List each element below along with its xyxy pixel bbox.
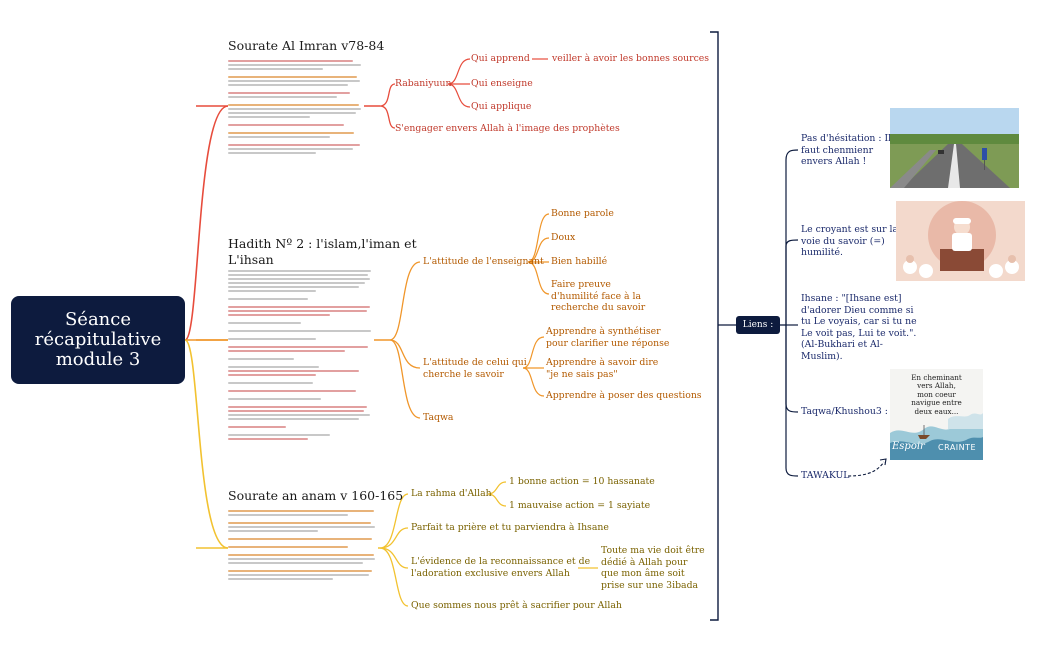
vie-line1: Toute ma vie doit être xyxy=(601,545,705,556)
poster-caption: En cheminant vers Allah, mon coeur navig… xyxy=(890,373,983,416)
ihsane-line6: Muslim). xyxy=(801,350,843,362)
liens-label: Liens : xyxy=(742,320,774,330)
synthetiser-line2: pour clarifier une réponse xyxy=(546,337,670,349)
vie-line4: prise sur une 3ibada xyxy=(601,579,699,591)
node-bonne-action[interactable]: 1 bonne action = 10 hassanate xyxy=(509,476,655,487)
ihsane-line5: (Al-Bukhari et Al- xyxy=(801,339,883,350)
liens-node[interactable]: Liens : xyxy=(736,316,780,334)
node-humilite[interactable]: Faire preuve d'humilité face à la recher… xyxy=(551,279,645,314)
ne-sais-pas-line1: Apprendre à savoir dire xyxy=(546,357,659,368)
humilite-line3: recherche du savoir xyxy=(551,302,646,313)
node-poser-questions[interactable]: Apprendre à poser des questions xyxy=(546,390,702,401)
node-bien-habille[interactable]: Bien habillé xyxy=(551,256,608,267)
node-ne-sais-pas[interactable]: Apprendre à savoir dire "je ne sais pas" xyxy=(546,357,658,380)
root-title: Séance récapitulative module 3 xyxy=(34,309,162,370)
croyant-line3: humilité. xyxy=(801,247,843,258)
humilite-line2: d'humilité face à la xyxy=(551,290,642,302)
vie-line2: dédié à Allah pour xyxy=(601,556,688,568)
poster-line2: vers Allah, xyxy=(917,381,956,391)
road-photo xyxy=(890,108,1019,188)
hadith-text-image xyxy=(228,270,374,446)
poster-line1: En cheminant xyxy=(911,373,962,382)
espoir-crainte-poster: En cheminant vers Allah, mon coeur navig… xyxy=(890,369,983,460)
scholar-illustration-drawing xyxy=(896,201,1025,281)
node-croyant-savoir[interactable]: Le croyant est sur la voie du savoir (=)… xyxy=(801,224,898,259)
poster-espoir: Espoir xyxy=(892,441,925,452)
poster-crainte: CRAINTE xyxy=(938,443,977,452)
ihsane-line1: Ihsane : "[Ihsane est] xyxy=(801,293,902,304)
ihsane-line2: d'adorer Dieu comme si xyxy=(801,304,914,316)
hadith-title-line1: Hadith Nº 2 : l'islam,l'iman et xyxy=(228,236,417,251)
hesitation-line2: faut chenmienr xyxy=(801,144,874,156)
poster-line5: deux eaux... xyxy=(914,406,959,416)
node-doux[interactable]: Doux xyxy=(551,232,576,243)
node-attitude-savoir[interactable]: L'attitude de celui qui cherche le savoi… xyxy=(423,357,527,380)
node-veiller-sources[interactable]: veiller à avoir les bonnes sources xyxy=(552,53,710,64)
scholar-illustration xyxy=(896,201,1025,281)
node-sacrifier[interactable]: Que sommes nous prêt à sacrifier pour Al… xyxy=(411,600,622,611)
node-priere[interactable]: Parfait ta prière et tu parviendra à Ihs… xyxy=(411,522,609,533)
node-rahma[interactable]: La rahma d'Allah xyxy=(411,488,492,499)
node-qui-applique[interactable]: Qui applique xyxy=(471,101,532,112)
node-attitude-enseignant[interactable]: L'attitude de l'enseignant xyxy=(423,256,544,267)
poster-line3: mon coeur xyxy=(917,389,956,399)
humilite-line1: Faire preuve xyxy=(551,279,611,290)
poster-line4: navigue entre xyxy=(911,398,962,408)
attitude-savoir-line2: cherche le savoir xyxy=(423,368,504,380)
node-taqwa[interactable]: Taqwa xyxy=(423,412,454,423)
an-anam-text-image xyxy=(228,510,378,610)
section-hadith-title[interactable]: Hadith Nº 2 : l'islam,l'iman et L'ihsan xyxy=(228,236,417,268)
node-taqwa-khushou[interactable]: Taqwa/Khushou3 : xyxy=(801,406,888,417)
section-al-imran-title[interactable]: Sourate Al Imran v78-84 xyxy=(228,38,385,53)
poster-waves xyxy=(890,413,983,460)
hesitation-line3: envers Allah ! xyxy=(801,156,867,167)
al-imran-text-image xyxy=(228,60,364,172)
section-an-anam-title[interactable]: Sourate an anam v 160-165 xyxy=(228,488,404,503)
evidence-line1: L'évidence de la reconnaissance et de xyxy=(411,556,591,567)
node-mauvaise-action[interactable]: 1 mauvaise action = 1 sayiate xyxy=(509,500,651,511)
ihsane-line4: Le voit pas, Lui te voit.". xyxy=(801,327,917,339)
node-evidence[interactable]: L'évidence de la reconnaissance et de l'… xyxy=(411,556,590,579)
ihsane-line3: tu Le voyais, car si tu ne xyxy=(801,316,917,327)
node-pas-hesitation[interactable]: Pas d'hésitation : Il faut chenmienr env… xyxy=(801,133,891,168)
attitude-savoir-line1: L'attitude de celui qui xyxy=(423,357,527,368)
croyant-line1: Le croyant est sur la xyxy=(801,224,898,235)
node-qui-enseigne[interactable]: Qui enseigne xyxy=(471,78,533,89)
node-rabaniyuun[interactable]: Rabaniyuun xyxy=(395,78,452,89)
hadith-title-line2: L'ihsan xyxy=(228,252,274,267)
evidence-line2: l'adoration exclusive envers Allah xyxy=(411,567,570,579)
synthetiser-line1: Apprendre à synthétiser xyxy=(546,326,661,337)
root-node[interactable]: Séance récapitulative module 3 xyxy=(11,296,185,384)
node-qui-apprend[interactable]: Qui apprend xyxy=(471,53,530,64)
node-bonne-parole[interactable]: Bonne parole xyxy=(551,208,614,219)
road-photo-drawing xyxy=(890,108,1019,188)
node-engager[interactable]: S'engager envers Allah à l'image des pro… xyxy=(395,123,620,134)
node-tawakul[interactable]: TAWAKUL xyxy=(801,470,850,481)
node-ihsane-hadith[interactable]: Ihsane : "[Ihsane est] d'adorer Dieu com… xyxy=(801,293,917,362)
hesitation-line1: Pas d'hésitation : Il xyxy=(801,133,892,144)
node-synthetiser[interactable]: Apprendre à synthétiser pour clarifier u… xyxy=(546,326,669,349)
croyant-line2: voie du savoir (=) xyxy=(801,235,885,247)
ne-sais-pas-line2: "je ne sais pas" xyxy=(546,368,618,380)
node-vie-dediee[interactable]: Toute ma vie doit être dédié à Allah pou… xyxy=(601,545,705,591)
vie-line3: que mon âme soit xyxy=(601,568,685,579)
